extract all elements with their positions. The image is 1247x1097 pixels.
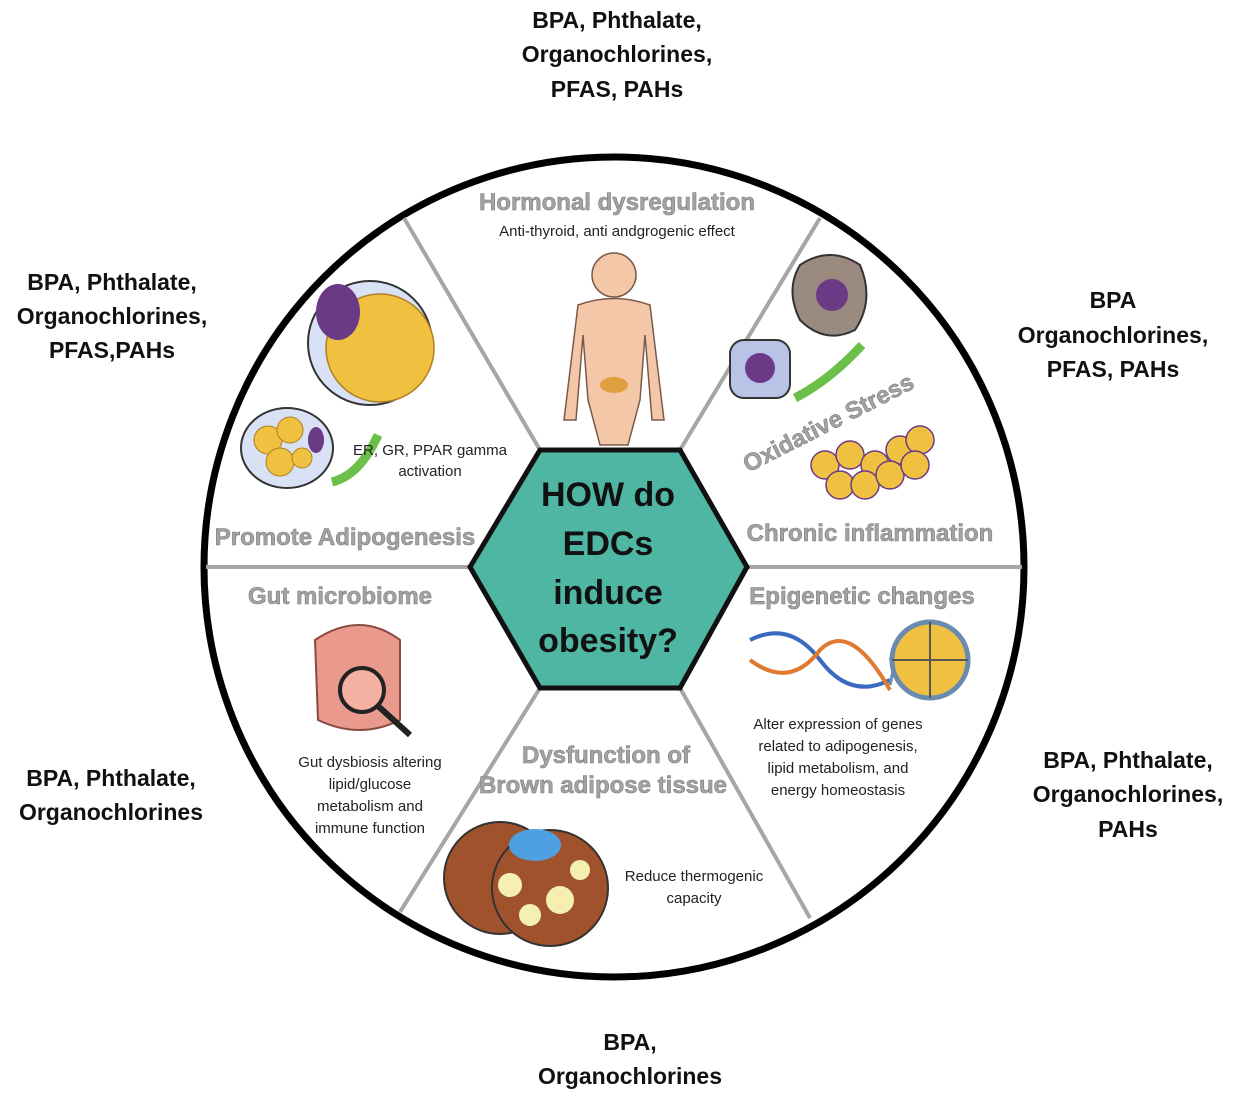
section-desc-adipogenesis-2: activation — [398, 463, 461, 480]
svg-text:Organochlorines,: Organochlorines, — [1018, 322, 1208, 348]
chemicals-brown-adipose: BPA, Organochlorines — [538, 1029, 722, 1089]
section-dividers — [206, 216, 1022, 919]
center-line-2: EDCs — [563, 525, 654, 563]
chemicals-epigenetic: BPA, Phthalate, Organochlorines, PAHs — [1033, 747, 1223, 842]
section-desc-gut-3: metabolism and — [317, 798, 423, 815]
svg-text:Organochlorines,: Organochlorines, — [17, 303, 207, 329]
svg-text:Organochlorines: Organochlorines — [538, 1063, 722, 1089]
svg-text:PFAS,PAHs: PFAS,PAHs — [49, 337, 175, 363]
brown-adipocyte-illustration — [443, 821, 609, 947]
section-title-adipogenesis: Promote Adipogenesis — [215, 524, 475, 551]
cell-illustration-oxidative — [729, 254, 935, 500]
center-line-1: HOW do — [541, 476, 675, 514]
svg-text:BPA, Phthalate,: BPA, Phthalate, — [26, 765, 196, 791]
svg-text:BPA: BPA — [1090, 287, 1137, 313]
section-desc-gut-2: lipid/glucose — [329, 776, 412, 793]
section-desc-hormonal: Anti-thyroid, anti andgrogenic effect — [499, 223, 736, 240]
section-desc-gut-1: Gut dysbiosis altering — [298, 754, 441, 771]
section-title-brown-adipose-2: Brown adipose tissue — [479, 772, 727, 799]
section-title-brown-adipose-1: Dysfunction of — [522, 742, 691, 769]
svg-text:BPA, Phthalate,: BPA, Phthalate, — [532, 7, 702, 33]
section-desc-epigenetic-3: lipid metabolism, and — [768, 760, 909, 777]
section-desc-brown-1: Reduce thermogenic — [625, 868, 764, 885]
section-title-gut: Gut microbiome — [248, 583, 432, 610]
section-title-hormonal: Hormonal dysregulation — [479, 189, 755, 216]
center-hexagon — [467, 447, 750, 691]
svg-text:PFAS, PAHs: PFAS, PAHs — [1047, 356, 1180, 382]
svg-text:Organochlorines,: Organochlorines, — [522, 41, 712, 67]
section-desc-brown-2: capacity — [666, 890, 722, 907]
human-body-illustration — [563, 252, 665, 446]
section-desc-gut-4: immune function — [315, 820, 425, 837]
section-title-inflammation: Chronic inflammation — [747, 520, 994, 547]
chemicals-adipogenesis: BPA, Phthalate, Organochlorines, PFAS,PA… — [17, 269, 207, 363]
chemicals-hormonal: BPA, Phthalate, Organochlorines, PFAS, P… — [522, 7, 712, 102]
center-line-3: induce — [553, 574, 663, 612]
intestine-illustration — [313, 624, 413, 738]
svg-text:PFAS, PAHs: PFAS, PAHs — [551, 76, 684, 102]
chemicals-gut: BPA, Phthalate, Organochlorines — [19, 765, 203, 825]
section-desc-epigenetic-2: related to adipogenesis, — [758, 738, 917, 755]
svg-text:Organochlorines,: Organochlorines, — [1033, 781, 1223, 807]
section-title-epigenetic: Epigenetic changes — [749, 583, 974, 610]
svg-text:BPA, Phthalate,: BPA, Phthalate, — [1043, 747, 1213, 773]
section-desc-epigenetic-4: energy homeostasis — [771, 782, 905, 799]
center-line-4: obesity? — [538, 622, 678, 660]
svg-text:Organochlorines: Organochlorines — [19, 799, 203, 825]
section-desc-epigenetic-1: Alter expression of genes — [753, 716, 922, 733]
section-desc-adipogenesis-1: ER, GR, PPAR gamma — [353, 442, 508, 459]
svg-text:BPA, Phthalate,: BPA, Phthalate, — [27, 269, 197, 295]
dna-illustration — [748, 619, 971, 701]
svg-text:PAHs: PAHs — [1098, 816, 1158, 842]
adipocyte-illustration — [240, 280, 435, 489]
chemicals-oxidative: BPA Organochlorines, PFAS, PAHs — [1018, 287, 1208, 382]
svg-text:BPA,: BPA, — [603, 1029, 656, 1055]
